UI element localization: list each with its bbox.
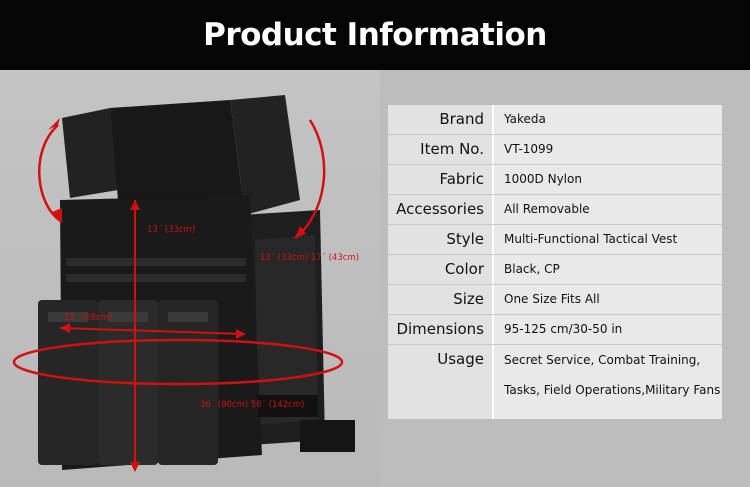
spec-table: Brand Yakeda Item No. VT-1099 Fabric 100… <box>388 105 722 419</box>
spec-value: Yakeda <box>494 105 722 134</box>
spec-value: 1000D Nylon <box>494 165 722 194</box>
width-front-label: 11´ (28cm) <box>64 313 113 323</box>
spec-key: Item No. <box>388 135 494 164</box>
spec-key: Size <box>388 285 494 314</box>
waist-label: 36´ (90cm) 56´ (142cm) <box>200 400 305 410</box>
spec-row-style: Style Multi-Functional Tactical Vest <box>388 225 722 255</box>
spec-row-color: Color Black, CP <box>388 255 722 285</box>
spec-row-size: Size One Size Fits All <box>388 285 722 315</box>
spec-key: Style <box>388 225 494 254</box>
left-shoulder-strap <box>62 108 118 198</box>
spec-row-fabric: Fabric 1000D Nylon <box>388 165 722 195</box>
spec-row-item-no: Item No. VT-1099 <box>388 135 722 165</box>
header-bar: Product Information <box>0 0 750 70</box>
page-title: Product Information <box>203 17 547 53</box>
spec-row-dimensions: Dimensions 95-125 cm/30-50 in <box>388 315 722 345</box>
height-back-label: 13´ (33cm) 17´ (43cm) <box>260 253 360 263</box>
spec-value: Multi-Functional Tactical Vest <box>494 225 722 254</box>
spec-key: Dimensions <box>388 315 494 344</box>
spec-key: Usage <box>388 345 494 419</box>
spec-key: Color <box>388 255 494 284</box>
usage-line-1: Secret Service, Combat Training, <box>504 353 701 367</box>
shoulder-arc-left <box>38 124 63 224</box>
spec-value: One Size Fits All <box>494 285 722 314</box>
vest-illustration <box>12 95 355 472</box>
spec-key: Fabric <box>388 165 494 194</box>
usage-line-2: Tasks, Field Operations,Military Fans <box>504 383 721 397</box>
mag-pouch-1 <box>38 300 98 465</box>
shoulder-arc-right <box>294 119 326 239</box>
spec-key: Brand <box>388 105 494 134</box>
spec-row-accessories: Accessories All Removable <box>388 195 722 225</box>
height-front-label: 13´ (33cm) <box>147 225 196 235</box>
spec-value: All Removable <box>494 195 722 224</box>
spec-row-usage: Usage Secret Service, Combat Training, T… <box>388 345 722 419</box>
spec-row-brand: Brand Yakeda <box>388 105 722 135</box>
width-line <box>59 327 245 335</box>
spec-value: Black, CP <box>494 255 722 284</box>
spec-value: VT-1099 <box>494 135 722 164</box>
spec-value: Secret Service, Combat Training, Tasks, … <box>494 345 722 419</box>
spec-key: Accessories <box>388 195 494 224</box>
waist-ellipse <box>12 338 344 386</box>
side-buckle <box>258 395 318 417</box>
product-photo: 13´ (33cm) 13´ (33cm) 17´ (43cm) 11´ (28… <box>0 70 380 487</box>
right-shoulder-strap <box>230 95 300 215</box>
spec-value: 95-125 cm/30-50 in <box>494 315 722 344</box>
